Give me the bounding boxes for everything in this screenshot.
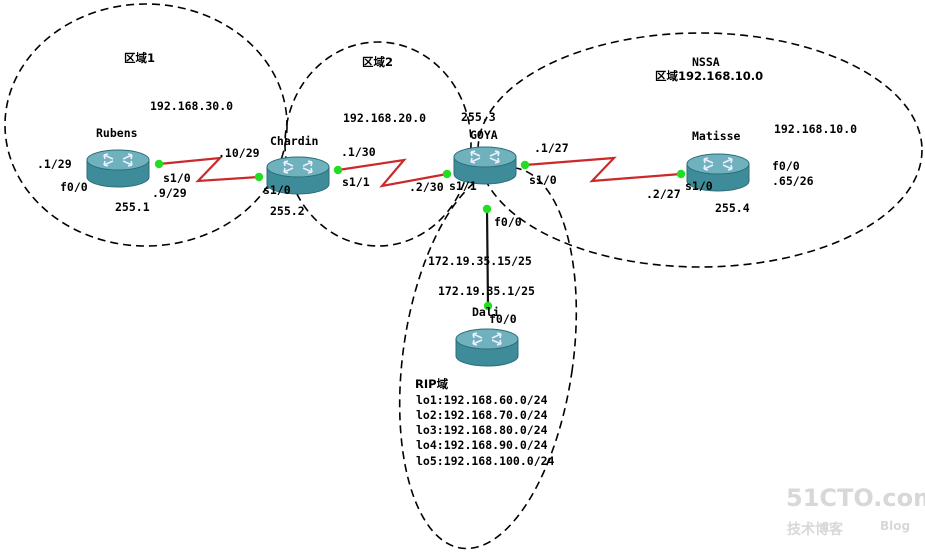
matisse-left-ip: .2/27 bbox=[646, 187, 681, 201]
matisse-s10-interface: s1/0 bbox=[685, 179, 713, 193]
area2-label: 区域2 bbox=[362, 55, 393, 69]
network-label-10: 192.168.10.0 bbox=[774, 122, 857, 136]
goya-right-ip: .1/27 bbox=[534, 141, 569, 155]
port-dali-f00 bbox=[483, 301, 493, 311]
dali-f0-interface: f0/0 bbox=[489, 312, 517, 326]
network-label-30: 192.168.30.0 bbox=[150, 99, 233, 113]
watermark: 51CTO.com 技术博客 Blog bbox=[786, 484, 925, 538]
goya-mask: 255.3 bbox=[461, 110, 496, 124]
nssa-area-label: 区域192.168.10.0 bbox=[655, 69, 763, 83]
loopback-5: lo5:192.168.100.0/24 bbox=[416, 454, 555, 468]
port-chardin-s10 bbox=[254, 172, 264, 182]
goya-left-ip: .2/30 bbox=[409, 180, 444, 194]
area1-label: 区域1 bbox=[124, 51, 155, 65]
goya-s11-interface: s1/1 bbox=[449, 179, 477, 193]
port-goya-f00 bbox=[482, 204, 492, 214]
port-rubens-s10 bbox=[154, 159, 164, 169]
rubens-s10-ip: .9/29 bbox=[152, 186, 187, 200]
matisse-f0-interface: f0/0 bbox=[772, 159, 800, 173]
router-rubens[interactable] bbox=[86, 149, 150, 188]
matisse-mask: 255.4 bbox=[715, 201, 750, 215]
router-name-rubens: Rubens bbox=[96, 126, 138, 140]
goya-f0-ip: 172.19.35.15/25 bbox=[428, 254, 532, 268]
router-dali[interactable] bbox=[455, 328, 519, 367]
link-rubens-chardin bbox=[158, 156, 260, 183]
port-goya-s11 bbox=[442, 169, 452, 179]
router-name-chardin: Chardin bbox=[270, 134, 319, 148]
loopback-4: lo4:192.168.90.0/24 bbox=[416, 438, 548, 452]
loopback-3: lo3:192.168.80.0/24 bbox=[416, 423, 548, 437]
port-goya-s10 bbox=[520, 160, 530, 170]
port-matisse-s10 bbox=[676, 169, 686, 179]
goya-s10-interface: s1/0 bbox=[529, 173, 557, 187]
dali-ip: 172.19.35.1/25 bbox=[438, 284, 535, 298]
rubens-s10-interface: s1/0 bbox=[163, 171, 191, 185]
link-goya-matisse bbox=[524, 156, 682, 183]
loopback-1: lo1:192.168.60.0/24 bbox=[416, 393, 548, 407]
rubens-f0-interface: f0/0 bbox=[60, 180, 88, 194]
rubens-f0-ip: .1/29 bbox=[37, 157, 72, 171]
router-name-matisse: Matisse bbox=[692, 129, 741, 143]
chardin-right-ip: .1/30 bbox=[341, 145, 376, 159]
rubens-mask: 255.1 bbox=[115, 200, 150, 214]
link-goya-dali bbox=[485, 208, 490, 307]
router-name-dali: Dali bbox=[472, 305, 500, 319]
chardin-mask: 255.2 bbox=[270, 204, 305, 218]
nssa-boundary bbox=[477, 32, 923, 268]
nssa-label: NSSA bbox=[692, 55, 720, 69]
link-chardin-goya bbox=[337, 158, 448, 188]
port-chardin-s11 bbox=[333, 165, 343, 175]
router-name-goya: GOYA bbox=[470, 128, 498, 142]
watermark-main: 51CTO.com bbox=[786, 484, 925, 512]
goya-f0-interface: f0/0 bbox=[494, 215, 522, 229]
loopback-2: lo2:192.168.70.0/24 bbox=[416, 408, 548, 422]
chardin-s11-interface: s1/1 bbox=[342, 175, 370, 189]
matisse-f0-ip: .65/26 bbox=[772, 174, 814, 188]
rip-domain-label: RIP域 bbox=[415, 377, 449, 391]
area2-boundary bbox=[284, 41, 472, 247]
network-label-20: 192.168.20.0 bbox=[343, 111, 426, 125]
watermark-sub: 技术博客 bbox=[787, 521, 844, 538]
chardin-s10-interface: s1/0 bbox=[263, 183, 291, 197]
watermark-blog: Blog bbox=[880, 519, 910, 533]
chardin-left-ip: .10/29 bbox=[218, 146, 260, 160]
